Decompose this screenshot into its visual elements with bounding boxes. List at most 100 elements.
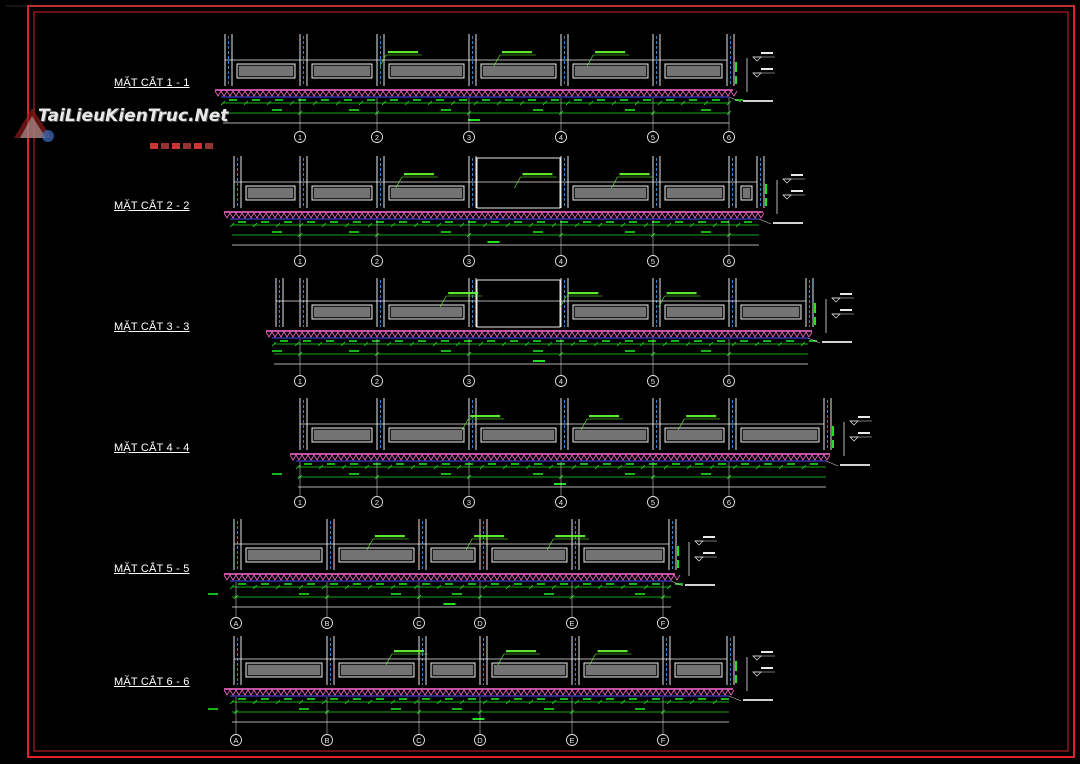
dimension-value-mark xyxy=(625,350,635,352)
dimension-tick xyxy=(551,699,557,705)
dimension-value-mark xyxy=(487,340,495,342)
axis-label: 5 xyxy=(651,133,655,142)
dimension-value-mark xyxy=(353,221,361,223)
dimension-value-mark xyxy=(718,463,726,465)
dimension-value-mark xyxy=(741,463,749,465)
dimension-value-mark xyxy=(349,350,359,352)
dimension-value-mark xyxy=(261,698,269,700)
axis-bubble xyxy=(566,734,578,746)
dimension-tick xyxy=(686,464,692,470)
dimension-value-mark xyxy=(272,109,282,111)
dimension-tick xyxy=(456,464,462,470)
level-triangle xyxy=(752,56,762,62)
dimension-tick xyxy=(709,464,715,470)
dimension-value-mark xyxy=(464,340,472,342)
dimension-tick xyxy=(778,464,784,470)
dimension-tick xyxy=(358,100,364,106)
axis-bubble xyxy=(723,255,735,267)
note-leader xyxy=(677,418,685,431)
dimension-value-mark xyxy=(284,583,292,585)
level-value-mark xyxy=(761,651,773,653)
axis-bubble xyxy=(474,734,486,746)
dimension-value-mark xyxy=(330,583,338,585)
axis-label: 4 xyxy=(559,133,563,142)
dimension-total-mark xyxy=(468,119,480,121)
dimension-value-mark xyxy=(721,221,729,223)
dimension-value-mark xyxy=(625,231,635,233)
dimension-value-mark xyxy=(533,473,543,475)
dimension-value-mark xyxy=(229,99,237,101)
dimension-tick xyxy=(459,222,465,228)
dimension-value-mark xyxy=(208,708,218,710)
dimension-value-mark xyxy=(482,99,490,101)
dimension-value-mark xyxy=(298,99,306,101)
slab-hatch xyxy=(667,430,722,440)
dimension-tick xyxy=(574,222,580,228)
dimension-value-mark xyxy=(810,463,818,465)
slab-hatch xyxy=(677,665,720,675)
axis-bubble xyxy=(463,496,475,508)
dimension-value-mark xyxy=(560,221,568,223)
axis-label: 3 xyxy=(467,498,471,507)
dimension-tick xyxy=(427,100,433,106)
dimension-value-mark xyxy=(606,221,614,223)
dimension-tick xyxy=(479,464,485,470)
axis-bubble xyxy=(647,375,659,387)
ground-hatch xyxy=(223,689,735,696)
dimension-tick xyxy=(363,341,369,347)
dimension-tick xyxy=(436,584,442,590)
dimension-value-mark xyxy=(717,340,725,342)
dimension-value-mark xyxy=(353,698,361,700)
dimension-tick xyxy=(409,341,415,347)
slab-hatch xyxy=(314,430,370,440)
dimension-value-mark xyxy=(675,221,683,223)
dimension-value-mark xyxy=(533,350,543,352)
level-value-mark xyxy=(791,174,803,176)
dimension-tick xyxy=(450,100,456,106)
dimension-value-mark xyxy=(238,583,246,585)
slab-hatch xyxy=(341,665,412,675)
dimension-value-mark xyxy=(396,463,404,465)
axis-label: 3 xyxy=(467,257,471,266)
level-value-mark xyxy=(858,432,870,434)
dimension-tick xyxy=(413,699,419,705)
dimension-value-mark xyxy=(238,698,246,700)
note-text-mark xyxy=(773,222,803,224)
dimension-value-mark xyxy=(786,340,794,342)
dimension-value-mark xyxy=(698,698,706,700)
dimension-value-mark xyxy=(418,340,426,342)
dimension-tick xyxy=(640,464,646,470)
note-leader xyxy=(493,54,501,67)
slab-hatch xyxy=(667,307,722,317)
ground-hatch xyxy=(289,454,831,461)
dimension-value-mark xyxy=(787,463,795,465)
note-leader xyxy=(439,295,447,308)
dimension-value-mark xyxy=(468,221,476,223)
dimension-value-mark xyxy=(399,583,407,585)
slab-hatch xyxy=(239,66,293,76)
axis-bubble xyxy=(371,375,383,387)
dimension-value-mark xyxy=(514,583,522,585)
axis-bubble xyxy=(463,375,475,387)
dimension-tick xyxy=(597,222,603,228)
dimension-value-mark xyxy=(648,340,656,342)
ground-hatch xyxy=(265,331,813,338)
watermark-dots xyxy=(150,136,216,154)
dimension-value-mark xyxy=(391,708,401,710)
dimension-value-mark xyxy=(441,350,451,352)
dimension-tick xyxy=(643,584,649,590)
dimension-tick xyxy=(620,584,626,590)
slab-hatch xyxy=(667,66,720,76)
dimension-tick xyxy=(295,464,301,470)
level-triangle xyxy=(694,556,704,562)
dimension-tick xyxy=(689,222,695,228)
dimension-value-mark xyxy=(491,698,499,700)
dimension-tick xyxy=(298,699,304,705)
dimension-value-mark xyxy=(583,698,591,700)
dimension-value-mark xyxy=(701,350,711,352)
level-triangle xyxy=(752,72,762,78)
